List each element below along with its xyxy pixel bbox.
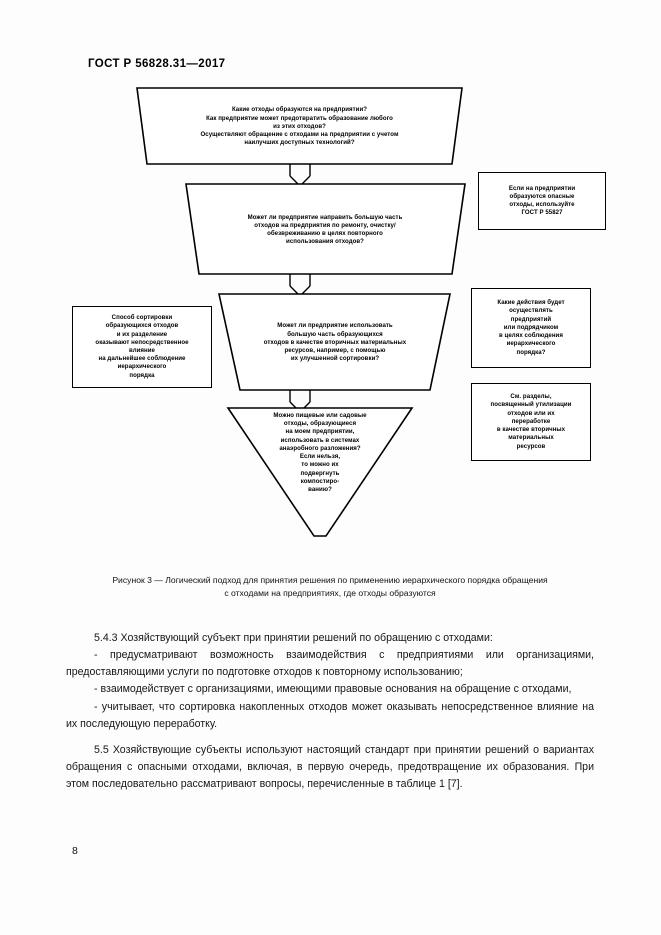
body-text: 5.4.3 Хозяйствующий субъект при принятии… [66, 630, 594, 793]
figure-3-flowchart: Какие отходы образуются на предприятии? … [0, 84, 661, 554]
note3-line6: иерархического [506, 340, 556, 348]
figure-caption-line-2: с отходами на предприятиях, где отходы о… [224, 587, 436, 598]
note2-line4: оказывают непосредственное [95, 338, 189, 346]
funnel-shape-step-1 [136, 87, 463, 165]
note3-line3: предприятий [510, 315, 552, 323]
note3-line7: порядка? [516, 348, 546, 356]
page-header-standard-number: ГОСТ Р 56828.31—2017 [88, 58, 226, 70]
side-note-sorting-method: Способ сортировки образующихся отходов и… [72, 306, 212, 388]
note2-line8: порядка [129, 371, 155, 379]
note2-line6: на дальнейшее соблюдение [98, 355, 186, 363]
clause-5-5: 5.5 Хозяйствующие субъекты используют на… [66, 743, 594, 791]
note3-line2: осуществлять [509, 307, 553, 315]
funnel-shape-step-2 [185, 183, 466, 275]
note3-line1: Какие действия будет [497, 299, 565, 307]
funnel-shape-step-3 [218, 293, 451, 391]
note1-line1: Если на предприятии [508, 184, 576, 192]
figure-caption: Рисунок 3 — Логический подход для принят… [70, 574, 590, 600]
funnel-diagram-shapes [136, 87, 466, 537]
paragraph-spacer [66, 733, 594, 742]
clause-5-4-3-bullet-3: - учитывает, что сортировка накопленных … [66, 700, 594, 730]
figure-caption-line-1: Рисунок 3 — Логический подход для принят… [112, 575, 548, 585]
side-note-contractor-actions: Какие действия будет осуществлять предпр… [471, 288, 591, 368]
clause-5-4-3-bullet-1: - предусматривают возможность взаимодейс… [66, 649, 594, 679]
note2-line7: иерархического [117, 363, 167, 371]
note1-line2: образуются опасные [509, 192, 575, 200]
side-note-see-sections: См. разделы, посвященный утилизации отхо… [471, 383, 591, 461]
note2-line1: Способ сортировки [111, 314, 173, 322]
note4-line1: См. разделы, [510, 393, 552, 401]
note3-line4: или подрядчиком [503, 323, 559, 331]
note4-line7: ресурсов [516, 442, 546, 450]
note3-line5: в целях соблюдения [499, 332, 563, 340]
side-note-hazardous-waste: Если на предприятии образуются опасные о… [478, 172, 606, 230]
note4-line6: материальных [508, 434, 554, 442]
clause-5-4-3: 5.4.3 Хозяйствующий субъект при принятии… [94, 632, 493, 644]
note2-line5: влияние [128, 347, 155, 354]
note4-line5: в качестве вторичных [496, 426, 566, 434]
note4-line4: переработке [511, 417, 551, 425]
note1-line3: отходы, используйте [509, 201, 575, 208]
note2-line3: и их разделение [116, 330, 168, 338]
note4-line3: отходов или их [507, 409, 555, 417]
clause-5-4-3-bullet-2: - взаимодействует с организациями, имеющ… [94, 683, 572, 696]
note2-line2: образующихся отходов [105, 322, 179, 330]
funnel-shape-step-4 [226, 407, 414, 537]
note1-line4: ГОСТ Р 55827 [521, 209, 563, 217]
note4-line2: посвященный утилизации [490, 401, 572, 409]
page-number: 8 [72, 845, 78, 857]
